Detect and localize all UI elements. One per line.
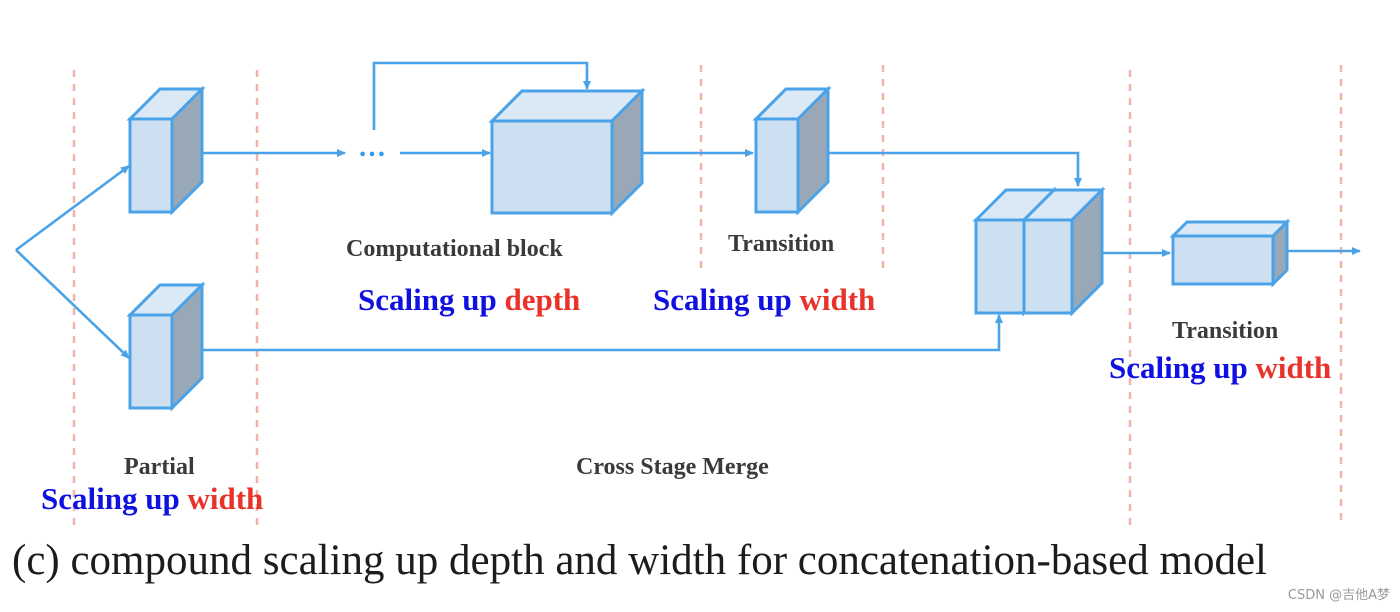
input-arrow-upper [15, 164, 130, 252]
computational-block [488, 87, 646, 217]
scaling-keyword: depth [504, 282, 581, 317]
scaling-width-right-label: Scaling up width [1109, 350, 1331, 386]
transition-to-concat-arrow [812, 151, 1082, 187]
scaling-prefix: Scaling up [653, 282, 792, 317]
stage-dividers [72, 65, 1343, 530]
transition-label-right: Transition [1172, 318, 1279, 344]
block-front-face [1171, 234, 1275, 286]
partial-block-upper [126, 85, 206, 216]
scaling-keyword: width [187, 481, 264, 516]
partial-to-concat-arrow [200, 314, 1003, 352]
skip-connection-arrow [372, 61, 591, 130]
blocks [126, 85, 1291, 412]
connectors [15, 61, 1361, 359]
transition-block-top [752, 85, 832, 216]
computational-block-label: Computational block [346, 236, 563, 262]
concat-block-right [1020, 186, 1106, 317]
block-front-face [490, 119, 614, 215]
figure-caption: (c) compound scaling up depth and width … [12, 537, 1267, 584]
ellipsis-dots: … [358, 132, 386, 163]
transition-label-top: Transition [728, 231, 835, 257]
scaling-keyword: width [799, 282, 876, 317]
scaling-prefix: Scaling up [1109, 350, 1248, 385]
scaling-keyword: width [1255, 350, 1332, 385]
watermark: CSDN @吉他A梦 [1287, 588, 1390, 603]
scaling-prefix: Scaling up [358, 282, 497, 317]
cross-stage-merge-label: Cross Stage Merge [576, 454, 769, 480]
input-arrow-lower [15, 249, 130, 359]
block-top-face [1169, 220, 1291, 238]
block-front-face [1022, 218, 1074, 315]
transition-block-right [1169, 218, 1291, 288]
block-front-face [128, 117, 174, 214]
partial-label: Partial [124, 454, 195, 480]
scaling-width-partial-label: Scaling up width [41, 481, 263, 517]
scaling-prefix: Scaling up [41, 481, 180, 516]
scaling-width-transition-label: Scaling up width [653, 282, 875, 318]
block-front-face [974, 218, 1026, 315]
scaling-depth-label: Scaling up depth [358, 282, 580, 318]
block-front-face [754, 117, 800, 214]
partial-block-lower [126, 281, 206, 412]
block-front-face [128, 313, 174, 410]
